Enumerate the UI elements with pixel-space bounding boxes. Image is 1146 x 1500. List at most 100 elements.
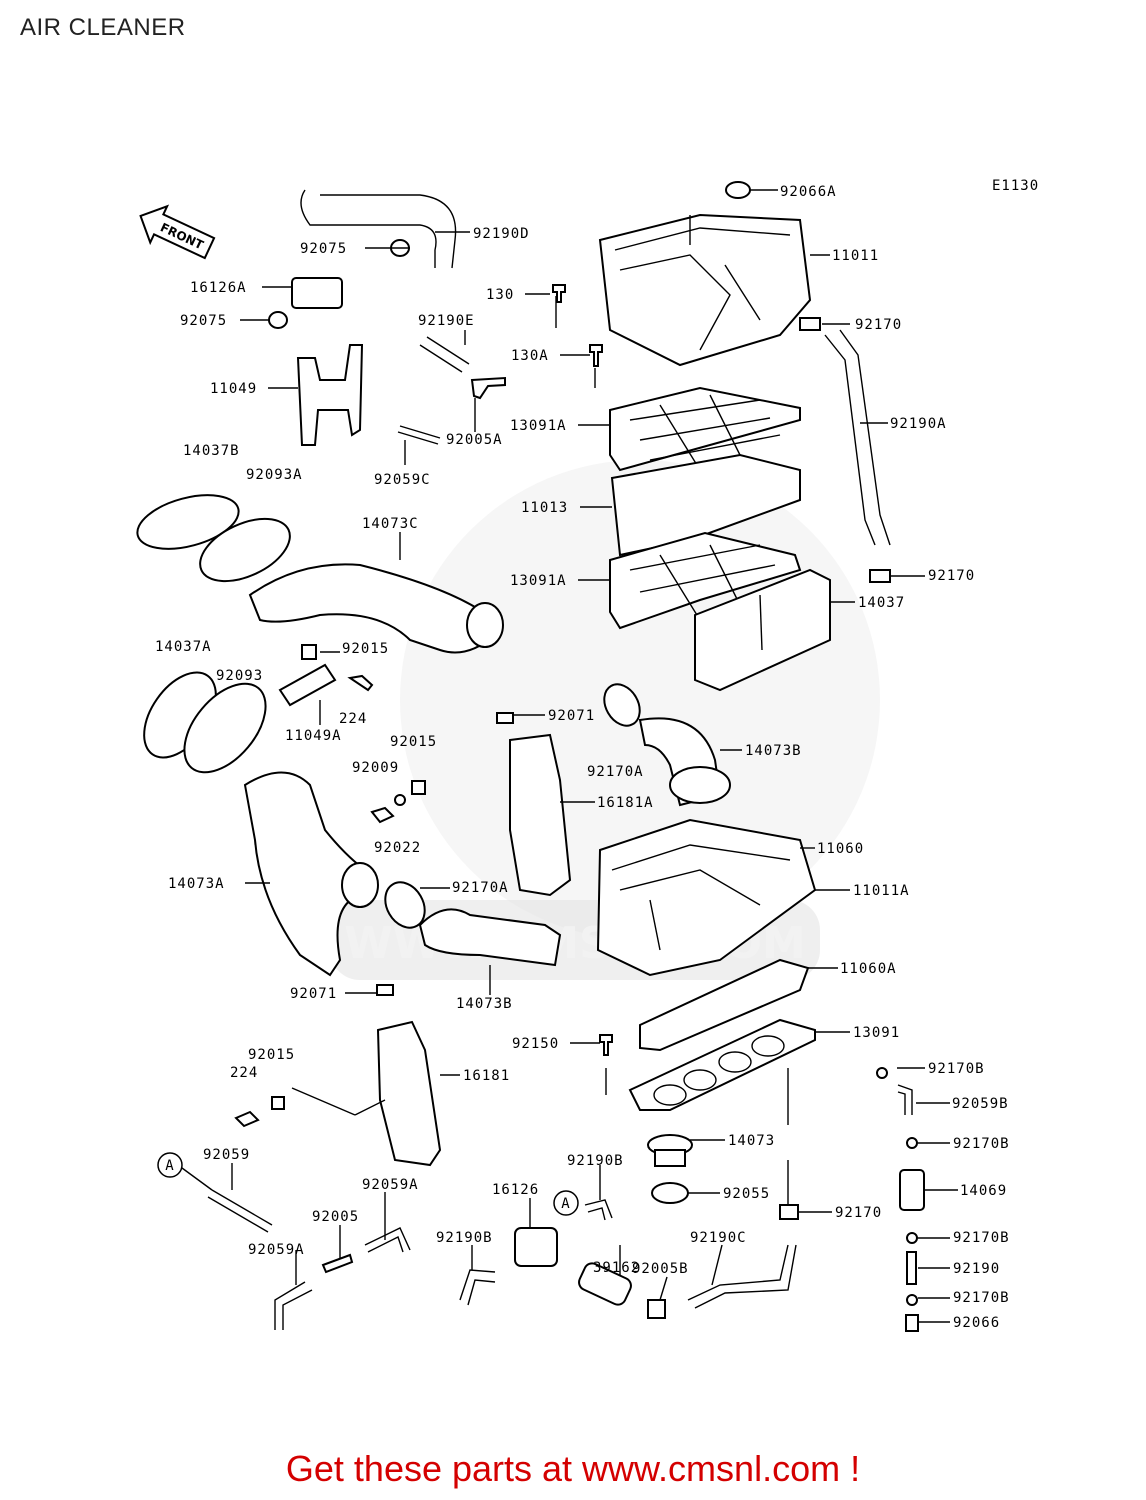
clip-92170b-4 xyxy=(906,1294,918,1306)
holder-13091 xyxy=(628,1018,816,1111)
label-14073: 14073 xyxy=(728,1133,775,1149)
filter-14069 xyxy=(899,1169,925,1211)
hose-92059a-upper xyxy=(364,1227,411,1253)
clip-92170b-1 xyxy=(876,1067,888,1079)
label-14037: 14037 xyxy=(858,595,905,611)
label-13091a-top: 13091A xyxy=(510,418,567,434)
seal-92093 xyxy=(183,682,267,774)
footer-link[interactable]: Get these parts at www.cmsnl.com ! xyxy=(285,1448,861,1489)
screw-224-lower xyxy=(234,1110,260,1128)
label-92066: 92066 xyxy=(953,1315,1000,1331)
cap-92066a xyxy=(725,181,751,199)
foam-14037 xyxy=(694,568,831,692)
fitting-92005a xyxy=(470,376,506,400)
clamp-92170a-upper xyxy=(603,683,641,727)
screen-14037b xyxy=(136,494,240,550)
label-92190d: 92190D xyxy=(473,226,530,242)
label-92170a-lower: 92170A xyxy=(452,880,509,896)
clamp-92170-lower xyxy=(779,1204,799,1220)
housing-base-11060 xyxy=(596,818,817,977)
label-14073c: 14073C xyxy=(362,516,419,532)
label-11060: 11060 xyxy=(817,841,864,857)
label-92170b-1: 92170B xyxy=(928,1061,985,1077)
label-92005: 92005 xyxy=(312,1209,359,1225)
label-92170a-upper: 92170A xyxy=(587,764,644,780)
label-92059c: 92059C xyxy=(374,472,431,488)
label-11011: 11011 xyxy=(832,248,879,264)
label-92190e: 92190E xyxy=(418,313,475,329)
tube-92059c xyxy=(397,425,441,445)
seal-92093a xyxy=(199,517,291,583)
label-92075-lower: 92075 xyxy=(180,313,227,329)
bolt-92150 xyxy=(599,1034,613,1056)
label-92170b-4: 92170B xyxy=(953,1290,1010,1306)
label-92190: 92190 xyxy=(953,1261,1000,1277)
label-224-lower: 224 xyxy=(230,1065,258,1081)
collar-92015-upper xyxy=(301,644,317,660)
label-14073b-lower: 14073B xyxy=(456,996,513,1012)
grid-13091a-bottom xyxy=(609,531,802,630)
label-14037a: 14037A xyxy=(155,639,212,655)
label-92055: 92055 xyxy=(723,1186,770,1202)
label-92066a: 92066A xyxy=(780,184,837,200)
duct-14073b-upper-mouth xyxy=(669,766,731,804)
label-39162: 39162 xyxy=(593,1260,640,1276)
ref-marker-a-right: A xyxy=(553,1190,579,1216)
label-13091a-bottom: 13091A xyxy=(510,573,567,589)
valve-16126a xyxy=(291,277,343,309)
hose-92190b-lower xyxy=(459,1269,496,1306)
label-92170-lower: 92170 xyxy=(835,1205,882,1221)
label-14073a: 14073A xyxy=(168,876,225,892)
label-92005a: 92005A xyxy=(446,432,503,448)
label-13091: 13091 xyxy=(853,1025,900,1041)
duct-14073b-lower xyxy=(418,908,562,967)
label-92015-low: 92015 xyxy=(248,1047,295,1063)
label-92170-upper: 92170 xyxy=(855,317,902,333)
collar-92015-mid xyxy=(411,780,426,795)
filter-element-11013 xyxy=(610,453,801,557)
label-92170b-3: 92170B xyxy=(953,1230,1010,1246)
duct-14073c-mouth xyxy=(466,602,504,648)
oring-92055 xyxy=(651,1182,689,1204)
label-92190b-upper: 92190B xyxy=(567,1153,624,1169)
clip-92170b-3 xyxy=(906,1232,918,1244)
label-92075-upper: 92075 xyxy=(300,241,347,257)
bracket-11049 xyxy=(296,344,364,446)
label-11013: 11013 xyxy=(521,500,568,516)
hose-92190c xyxy=(687,1244,797,1309)
label-130: 130 xyxy=(486,287,514,303)
housing-cover-11011 xyxy=(598,213,812,367)
label-14069: 14069 xyxy=(960,1183,1007,1199)
label-92059a-upper: 92059A xyxy=(362,1177,419,1193)
gasket-11060a xyxy=(639,958,810,1052)
label-224-upper: 224 xyxy=(339,711,367,727)
label-92015-mid: 92015 xyxy=(390,734,437,750)
label-92190a: 92190A xyxy=(890,416,947,432)
clamp-92170a-lower xyxy=(384,881,426,929)
part-labels: 92066A 92190D 92075 16126A 92075 11011 1… xyxy=(155,184,1010,1331)
hose-92190d xyxy=(300,189,457,269)
hose-92059 xyxy=(207,1189,273,1233)
screw-224-upper xyxy=(347,674,374,692)
bolt-130 xyxy=(552,284,566,303)
label-92093: 92093 xyxy=(216,668,263,684)
ref-marker-a-left-text: A xyxy=(165,1158,174,1174)
label-11049a: 11049A xyxy=(285,728,342,744)
hose-92190a xyxy=(824,329,891,546)
bolt-130a xyxy=(589,344,603,367)
label-92022: 92022 xyxy=(374,840,421,856)
cap-92066 xyxy=(905,1314,919,1332)
hose-92059b xyxy=(897,1084,913,1115)
hose-92190b-upper xyxy=(584,1199,613,1221)
label-92009: 92009 xyxy=(352,760,399,776)
valve-16126 xyxy=(514,1227,558,1267)
clamp-92170-upper xyxy=(799,317,821,331)
label-92071-upper: 92071 xyxy=(548,708,595,724)
diagram-code: E1130 xyxy=(992,178,1039,194)
label-92190c: 92190C xyxy=(690,1230,747,1246)
label-92170-mid: 92170 xyxy=(928,568,975,584)
label-92150: 92150 xyxy=(512,1036,559,1052)
washer-92022 xyxy=(394,794,406,806)
label-92059b: 92059B xyxy=(952,1096,1009,1112)
fitting-92005b xyxy=(647,1299,666,1319)
